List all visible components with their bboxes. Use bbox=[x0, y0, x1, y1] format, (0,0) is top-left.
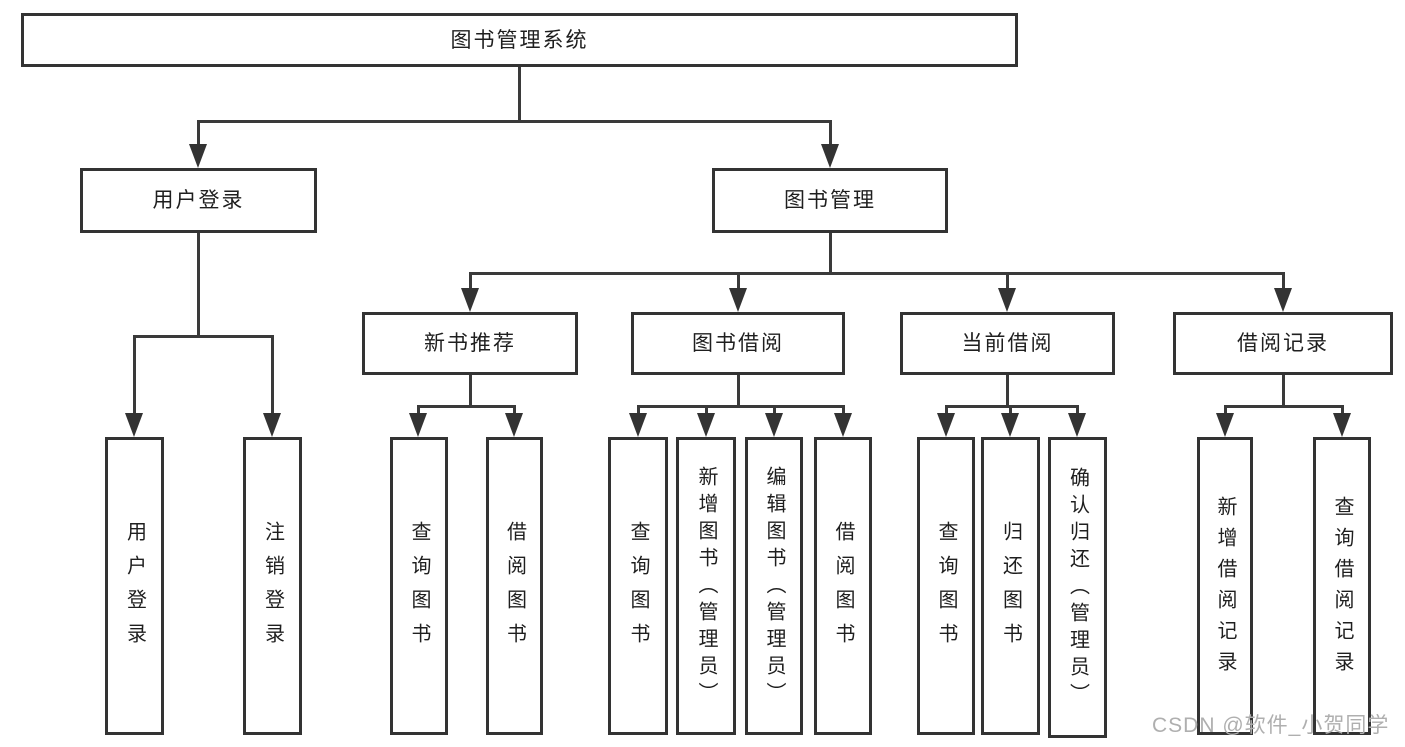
arrow-down-icon bbox=[409, 413, 427, 437]
leaf-query-books-borrowing: 查询图书 bbox=[608, 437, 668, 735]
node-book-borrowing: 图书借阅 bbox=[631, 312, 845, 375]
leaf-add-borrow-record: 新增借阅记录 bbox=[1197, 437, 1253, 735]
connector-line bbox=[945, 405, 948, 415]
arrow-down-icon bbox=[697, 413, 715, 437]
connector-line bbox=[829, 120, 832, 148]
connector-line bbox=[197, 120, 200, 148]
connector-line bbox=[469, 272, 1285, 275]
connector-line bbox=[469, 272, 472, 290]
node-root: 图书管理系统 bbox=[21, 13, 1018, 67]
connector-line bbox=[829, 233, 832, 275]
connector-line bbox=[417, 405, 420, 415]
connector-line bbox=[1282, 375, 1285, 407]
leaf-query-books-recommend: 查询图书 bbox=[390, 437, 448, 735]
leaf-return-books: 归还图书 bbox=[981, 437, 1040, 735]
connector-line bbox=[133, 335, 136, 415]
connector-line bbox=[513, 405, 516, 415]
arrow-down-icon bbox=[821, 144, 839, 168]
leaf-query-books-current: 查询图书 bbox=[917, 437, 975, 735]
arrow-down-icon bbox=[729, 288, 747, 312]
connector-line bbox=[773, 405, 776, 415]
connector-line bbox=[1009, 405, 1012, 415]
connector-line bbox=[469, 375, 472, 407]
arrow-down-icon bbox=[461, 288, 479, 312]
arrow-down-icon bbox=[1274, 288, 1292, 312]
leaf-query-borrow-record: 查询借阅记录 bbox=[1313, 437, 1371, 735]
leaf-add-books-admin: 新增图书（管理员） bbox=[676, 437, 736, 735]
connector-line bbox=[842, 405, 845, 415]
connector-line bbox=[945, 405, 1079, 408]
connector-line bbox=[737, 272, 740, 290]
arrow-down-icon bbox=[765, 413, 783, 437]
arrow-down-icon bbox=[263, 413, 281, 437]
arrow-down-icon bbox=[998, 288, 1016, 312]
connector-line bbox=[197, 233, 200, 337]
connector-line bbox=[1006, 272, 1009, 290]
arrow-down-icon bbox=[189, 144, 207, 168]
node-current-borrowing: 当前借阅 bbox=[900, 312, 1115, 375]
node-borrowing-records: 借阅记录 bbox=[1173, 312, 1393, 375]
arrow-down-icon bbox=[1216, 413, 1234, 437]
node-new-book-recommend: 新书推荐 bbox=[362, 312, 578, 375]
csdn-watermark: CSDN @软件_小贺同学 bbox=[1152, 714, 1390, 737]
connector-line bbox=[705, 405, 708, 415]
connector-line bbox=[637, 405, 845, 408]
connector-line bbox=[1076, 405, 1079, 415]
arrow-down-icon bbox=[1333, 413, 1351, 437]
arrow-down-icon bbox=[125, 413, 143, 437]
leaf-borrow-books: 借阅图书 bbox=[814, 437, 872, 735]
arrow-down-icon bbox=[1001, 413, 1019, 437]
connector-line bbox=[637, 405, 640, 415]
connector-line bbox=[1224, 405, 1227, 415]
connector-line bbox=[1282, 272, 1285, 290]
node-book-management: 图书管理 bbox=[712, 168, 948, 233]
arrow-down-icon bbox=[1068, 413, 1086, 437]
leaf-borrow-books-recommend: 借阅图书 bbox=[486, 437, 543, 735]
leaf-logout: 注销登录 bbox=[243, 437, 302, 735]
connector-line bbox=[737, 375, 740, 407]
arrow-down-icon bbox=[505, 413, 523, 437]
arrow-down-icon bbox=[629, 413, 647, 437]
connector-line bbox=[1341, 405, 1344, 415]
arrow-down-icon bbox=[937, 413, 955, 437]
connector-line bbox=[271, 335, 274, 415]
arrow-down-icon bbox=[834, 413, 852, 437]
connector-line bbox=[518, 67, 521, 123]
connector-line bbox=[1006, 375, 1009, 407]
leaf-confirm-return-admin: 确认归还（管理员） bbox=[1048, 437, 1107, 738]
leaf-user-login: 用户登录 bbox=[105, 437, 164, 735]
connector-line bbox=[1224, 405, 1344, 408]
leaf-edit-books-admin: 编辑图书（管理员） bbox=[745, 437, 803, 735]
connector-line bbox=[133, 335, 274, 338]
connector-line bbox=[197, 120, 832, 123]
node-user-login: 用户登录 bbox=[80, 168, 317, 233]
connector-line bbox=[417, 405, 516, 408]
